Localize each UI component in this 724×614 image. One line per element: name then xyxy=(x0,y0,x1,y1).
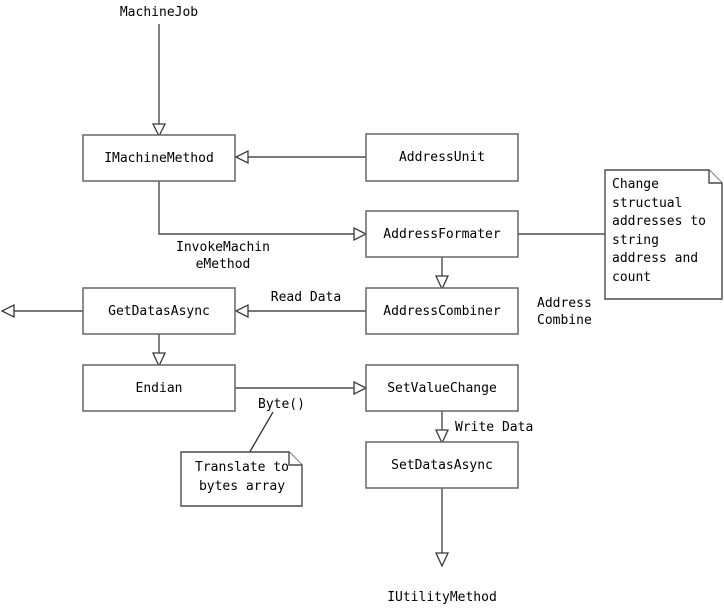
node-label-imachine-method: IMachineMethod xyxy=(104,150,214,166)
node-shape-get-datas-async[interactable] xyxy=(82,287,236,335)
node-shape-address-combiner[interactable] xyxy=(365,287,519,335)
edge-endian-to-setvaluechange xyxy=(235,380,368,396)
node-shape-set-value-change[interactable] xyxy=(365,364,519,412)
node-shape-imachine-method[interactable] xyxy=(82,134,236,182)
node-label-endian: Endian xyxy=(135,380,183,396)
note-text-translate-bytes: Translate to bytes array xyxy=(195,460,289,494)
node-shape-endian[interactable] xyxy=(82,364,236,412)
edge-getdatasasync-to-endian xyxy=(151,334,167,368)
node-label-address-unit: AddressUnit xyxy=(398,150,486,165)
node-shape-set-datas-async[interactable] xyxy=(365,441,519,489)
edge-machinejob-to-imachinemethod xyxy=(151,24,167,138)
endpoint-label-iutility-method: IUtilityMethod xyxy=(387,590,497,605)
endpoint-label-machine-job: MachineJob xyxy=(119,5,199,20)
edge-addressformater-to-addresscombiner xyxy=(434,257,450,291)
node-label-address-combiner: AddressCombiner xyxy=(383,303,501,319)
edge-label-address-combine: Address Combine xyxy=(537,296,592,328)
note-shape-address-format[interactable] xyxy=(604,169,723,300)
node-shape-address-unit[interactable] xyxy=(365,133,519,182)
node-label-set-value-change: SetValueChange xyxy=(387,380,497,396)
node-label-address-formater: AddressFormater xyxy=(383,226,501,242)
note-text-address-format: Change structual addresses to string add… xyxy=(612,177,706,285)
edge-setdatasasync-to-iutilitymethod xyxy=(434,488,450,568)
node-label-get-datas-async: GetDatasAsync xyxy=(108,303,210,319)
leader-byte-to-note xyxy=(247,411,274,456)
edge-setvaluechange-to-setdatasasync xyxy=(434,411,450,445)
edge-imachinemethod-to-addressformater xyxy=(158,181,368,242)
edge-label-byte: Byte() xyxy=(258,397,305,412)
edge-label-read-data: Read Data xyxy=(270,290,342,305)
node-shape-address-formater[interactable] xyxy=(365,210,519,258)
edge-getdatasasync-to-left-out xyxy=(0,303,83,319)
note-shape-translate-bytes[interactable] xyxy=(180,451,303,507)
node-label-set-datas-async: SetDatasAsync xyxy=(391,457,493,473)
edge-label-invoke-machine-method: InvokeMachin eMethod xyxy=(176,240,270,272)
edge-addressunit-to-imachinemethod xyxy=(234,149,366,165)
edge-label-write-data: Write Data xyxy=(455,420,534,435)
edge-addresscombiner-to-getdatasasync xyxy=(234,303,366,319)
